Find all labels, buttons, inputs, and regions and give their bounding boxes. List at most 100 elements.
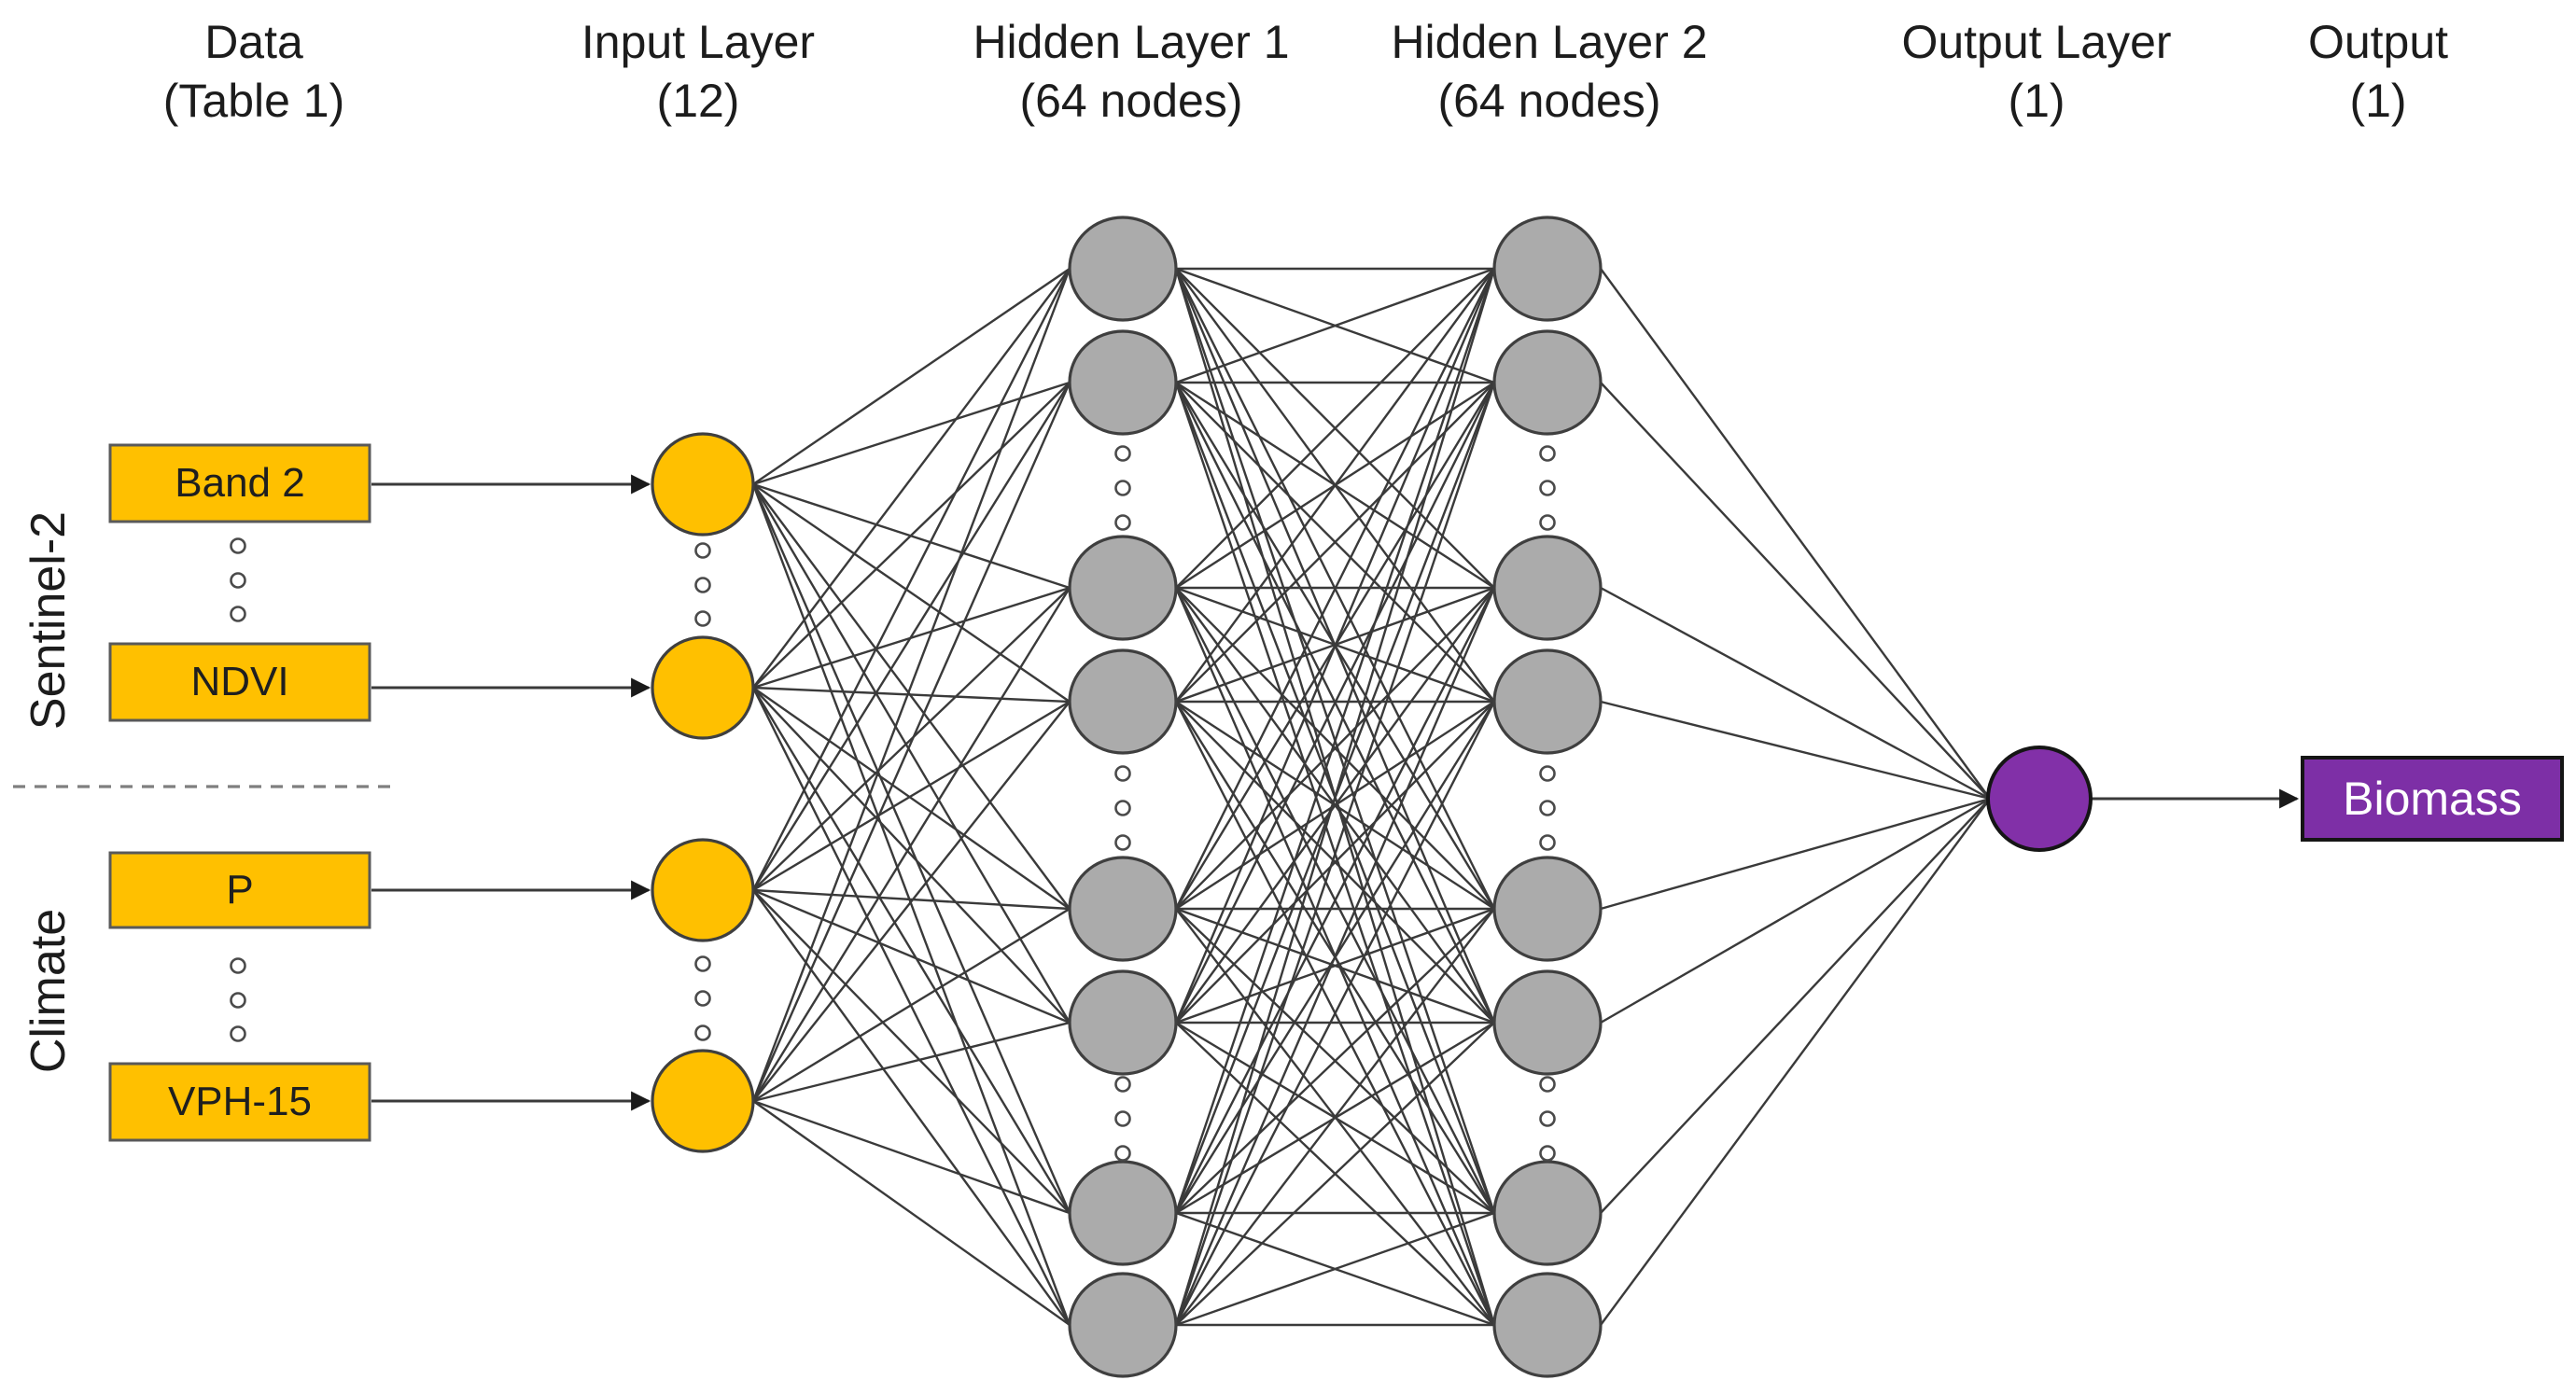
ellipsis-dot <box>1539 765 1556 782</box>
edge-hidden1-hidden2 <box>1175 587 1495 1024</box>
edge-hidden2-output <box>1600 268 1991 800</box>
column-header-output-layer: Output Layer (1) <box>1901 13 2171 131</box>
ellipsis-dot <box>230 1025 246 1042</box>
ellipsis-dot <box>694 1025 711 1041</box>
edge-input-hidden1 <box>752 889 1071 1214</box>
hidden-node-layer2 <box>1492 969 1603 1076</box>
edge-input-hidden1 <box>752 382 1071 689</box>
ellipsis-dot <box>1114 480 1131 496</box>
input-node <box>651 635 755 740</box>
edge-hidden2-output <box>1600 700 1991 801</box>
edge-input-hidden1 <box>752 268 1071 485</box>
ellipsis-dot <box>1114 765 1131 782</box>
edge-hidden1-hidden2 <box>1174 268 1496 1326</box>
column-header-line1: Hidden Layer 2 <box>1391 16 1708 68</box>
data-box <box>108 443 371 523</box>
edge-hidden1-hidden2 <box>1174 382 1496 1326</box>
column-header-data: Data (Table 1) <box>163 13 345 131</box>
column-header-line1: Output <box>2307 16 2449 68</box>
edge-hidden1-hidden2 <box>1175 701 1495 1024</box>
output-box <box>2301 756 2564 842</box>
edge-input-hidden1 <box>752 686 1071 704</box>
ellipsis-dot <box>230 992 246 1009</box>
ellipsis-dot <box>694 542 711 559</box>
input-node <box>651 1049 755 1153</box>
edge-hidden1-hidden2 <box>1175 268 1495 703</box>
hidden-node-layer1 <box>1068 1160 1178 1266</box>
ellipsis-dot <box>230 606 246 622</box>
edge-input-hidden1 <box>752 483 1071 910</box>
edge-input-hidden1 <box>751 687 1071 1326</box>
ellipsis-dot <box>1114 445 1131 462</box>
hidden-node-layer2 <box>1492 535 1603 641</box>
hidden-node-layer1 <box>1068 535 1178 641</box>
edge-hidden1-hidden2 <box>1174 268 1496 1214</box>
ellipsis-dot <box>1539 800 1556 816</box>
edge-hidden2-output <box>1600 798 1991 1326</box>
edge-hidden1-hidden2 <box>1175 1022 1495 1326</box>
edge-hidden1-hidden2 <box>1174 701 1496 1326</box>
edge-input-hidden1 <box>752 907 1071 1103</box>
column-header-input-layer: Input Layer (12) <box>581 13 815 131</box>
hidden-node-layer2 <box>1492 329 1603 436</box>
edge-hidden1-hidden2 <box>1175 907 1495 1025</box>
edge-input-hidden1 <box>752 700 1071 892</box>
edge-hidden1-hidden2 <box>1175 908 1495 1326</box>
ellipsis-dot <box>1114 1145 1131 1162</box>
ellipsis-dot <box>1114 834 1131 851</box>
data-box <box>108 851 371 929</box>
edge-input-hidden1 <box>751 382 1071 1102</box>
edge-hidden1-hidden2 <box>1174 587 1496 1214</box>
column-header-line1: Input Layer <box>581 16 816 68</box>
data-box <box>108 642 371 722</box>
hidden-node-layer2 <box>1492 856 1603 962</box>
ellipsis-dot <box>1539 445 1556 462</box>
ellipsis-dot <box>694 990 711 1007</box>
edge-input-hidden1 <box>751 687 1071 1214</box>
column-header-line1: Data <box>204 16 303 68</box>
edge-input-hidden1 <box>752 1021 1071 1103</box>
column-header-line2: (12) <box>656 75 740 127</box>
edge-input-hidden1 <box>752 701 1071 1102</box>
edge-hidden1-hidden2 <box>1175 908 1495 1214</box>
edge-hidden1-hidden2 <box>1174 268 1496 1024</box>
ellipsis-dot <box>694 955 711 972</box>
column-header-output: Output (1) <box>2308 13 2448 131</box>
edge-input-hidden1 <box>751 268 1071 1102</box>
group-label-climate: Climate <box>21 908 76 1074</box>
edge-hidden1-hidden2 <box>1174 587 1496 1326</box>
hidden-node-layer1 <box>1068 216 1178 322</box>
hidden-node-layer1 <box>1068 648 1178 755</box>
hidden-node-layer2 <box>1492 216 1603 322</box>
ellipsis-dot <box>230 957 246 974</box>
hidden-node-layer2 <box>1492 1272 1603 1378</box>
hidden-node-layer2 <box>1492 648 1603 755</box>
data-box <box>108 1062 371 1142</box>
column-header-hidden-layer-1: Hidden Layer 1 (64 nodes) <box>973 13 1289 131</box>
ellipsis-dot <box>694 610 711 627</box>
edge-input-hidden1 <box>752 587 1071 891</box>
edge-input-hidden1 <box>751 483 1071 1024</box>
edge-input-hidden1 <box>752 687 1071 910</box>
edge-input-hidden1 <box>752 268 1071 689</box>
input-node <box>651 838 755 942</box>
ellipsis-dot <box>1539 1145 1556 1162</box>
edge-input-hidden1 <box>752 1100 1071 1326</box>
hidden-node-layer2 <box>1492 1160 1603 1266</box>
hidden-node-layer1 <box>1068 1272 1178 1378</box>
edge-hidden1-hidden2 <box>1174 268 1496 910</box>
output-node <box>1986 746 2093 852</box>
edge-hidden2-output <box>1600 798 1991 1214</box>
edge-input-hidden1 <box>751 587 1071 1102</box>
edge-hidden1-hidden2 <box>1175 1211 1495 1327</box>
ellipsis-dot <box>1539 514 1556 531</box>
column-header-line2: (64 nodes) <box>1019 75 1243 127</box>
edge-hidden2-output <box>1600 586 1991 801</box>
edge-input-hidden1 <box>751 483 1071 1326</box>
edge-input-hidden1 <box>752 483 1071 703</box>
edge-input-hidden1 <box>751 382 1071 891</box>
edge-hidden2-output <box>1600 382 1991 800</box>
edge-hidden1-hidden2 <box>1175 587 1495 910</box>
